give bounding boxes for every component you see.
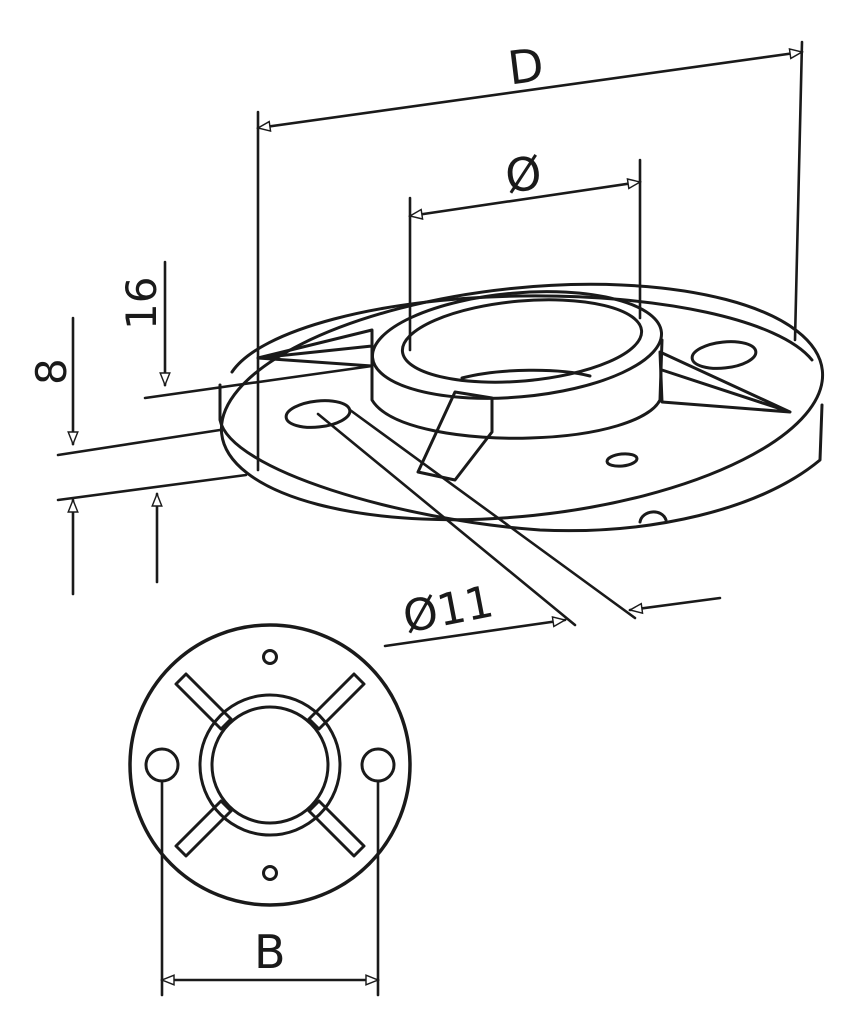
label-overall-height: 16 xyxy=(117,277,166,330)
top-view xyxy=(128,623,412,997)
label-tube-diameter: Ø xyxy=(502,146,545,204)
dim-line-d xyxy=(256,47,804,133)
base-plate-top-inner-edge xyxy=(230,294,814,374)
base-plate-top xyxy=(219,282,825,522)
top-view-rib-se xyxy=(307,799,366,858)
top-view-rib-sw xyxy=(174,799,233,858)
label-outer-diameter: D xyxy=(505,38,547,96)
socket-top-inner xyxy=(400,298,644,384)
socket-top-outer xyxy=(370,290,664,400)
isometric-view xyxy=(218,282,825,533)
dimension-lines xyxy=(67,47,804,648)
socket-bore-bottom xyxy=(460,368,592,380)
extension-lines xyxy=(56,40,804,627)
top-view-bolt-hole-right xyxy=(360,747,396,783)
top-view-bolt-hole-left xyxy=(144,747,180,783)
top-view-pin-hole-top xyxy=(262,649,278,665)
mounting-hole-right xyxy=(690,340,758,370)
top-view-pin-hole-bottom xyxy=(262,865,278,881)
top-view-rib-nw xyxy=(174,672,233,731)
top-view-socket-outer xyxy=(198,693,342,837)
dim-line-hole-right xyxy=(628,596,722,615)
top-view-socket-inner xyxy=(210,705,330,825)
label-hole-diameter: Ø11 xyxy=(399,576,498,643)
rib-back-left xyxy=(256,328,374,368)
small-hole-front xyxy=(605,452,639,468)
dimension-labels: D Ø 16 8 Ø11 B xyxy=(27,38,547,979)
socket-body xyxy=(370,338,664,440)
dim-line-hole-left xyxy=(383,616,567,648)
label-bolt-spacing: B xyxy=(254,925,286,979)
label-plate-thickness: 8 xyxy=(27,358,76,385)
rim-notch xyxy=(638,510,668,524)
rib-back-right xyxy=(658,350,792,414)
top-view-rib-ne xyxy=(307,672,366,731)
dim-line-tube xyxy=(408,178,642,220)
top-view-outer-circle xyxy=(128,623,412,907)
